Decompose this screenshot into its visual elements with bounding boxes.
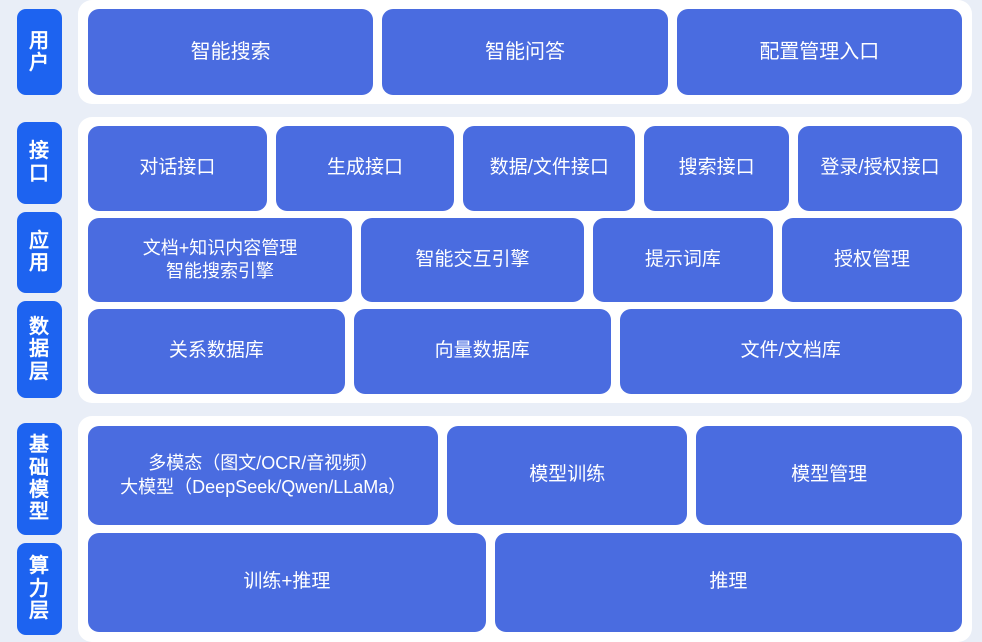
tag-data-layer-char-1: 数 bbox=[29, 315, 49, 338]
box-smart-qa[interactable]: 智能问答 bbox=[382, 9, 668, 95]
tag-foundation-model-char-2: 础 bbox=[29, 456, 49, 479]
tag-column-user: 用 户 bbox=[0, 0, 78, 104]
box-training-inference[interactable]: 训练+推理 bbox=[88, 533, 486, 632]
box-search-interface[interactable]: 搜索接口 bbox=[644, 126, 790, 211]
box-smart-search[interactable]: 智能搜索 bbox=[88, 9, 374, 95]
box-generation-interface[interactable]: 生成接口 bbox=[275, 126, 455, 211]
band-platform: 接 口 应 用 数 据 层 对话接口 生成接口 数据/文件接口 搜索接口 登录/… bbox=[0, 117, 982, 403]
application-row: 文档+知识内容管理 智能搜索引擎 智能交互引擎 提示词库 授权管理 bbox=[88, 217, 962, 303]
tag-application: 应 用 bbox=[16, 211, 62, 294]
tag-foundation-model-char-1: 基 bbox=[29, 434, 49, 457]
data-layer-row: 关系数据库 向量数据库 文件/文档库 bbox=[88, 309, 963, 395]
tag-foundation-model-char-4: 型 bbox=[29, 501, 49, 524]
tag-foundation-model-char-3: 模 bbox=[29, 479, 49, 501]
box-multimodal-large-model[interactable]: 多模态（图文/OCR/音视频） 大模型（DeepSeek/Qwen/LLaMa） bbox=[88, 426, 439, 525]
band-user: 用 户 智能搜索 智能问答 配置管理入口 bbox=[0, 0, 982, 104]
user-entry-row: 智能搜索 智能问答 配置管理入口 bbox=[88, 9, 962, 95]
tag-interface-char-2: 口 bbox=[29, 162, 49, 185]
box-model-management[interactable]: 模型管理 bbox=[696, 426, 962, 525]
box-inference[interactable]: 推理 bbox=[494, 533, 962, 632]
box-login-auth-interface[interactable]: 登录/授权接口 bbox=[798, 126, 963, 211]
box-config-management-entry[interactable]: 配置管理入口 bbox=[676, 9, 962, 95]
tag-data-layer: 数 据 层 bbox=[16, 301, 62, 398]
tag-user: 用 户 bbox=[16, 9, 62, 95]
tag-user-char-2: 户 bbox=[29, 52, 49, 74]
box-file-document-store[interactable]: 文件/文档库 bbox=[619, 309, 963, 395]
box-data-file-interface[interactable]: 数据/文件接口 bbox=[463, 126, 636, 211]
card-user: 智能搜索 智能问答 配置管理入口 bbox=[78, 0, 972, 104]
tag-column-foundation: 基 础 模 型 算 力 层 bbox=[0, 416, 78, 642]
tag-interface: 接 口 bbox=[16, 122, 62, 204]
box-authorization-management[interactable]: 授权管理 bbox=[781, 217, 962, 303]
tag-interface-char-1: 接 bbox=[29, 140, 49, 163]
tag-compute-layer-char-2: 力 bbox=[29, 577, 49, 600]
tag-application-char-1: 应 bbox=[29, 229, 49, 252]
card-platform: 对话接口 生成接口 数据/文件接口 搜索接口 登录/授权接口 文档+知识内容管理… bbox=[78, 117, 972, 403]
box-relational-database[interactable]: 关系数据库 bbox=[88, 309, 345, 395]
box-dialog-interface[interactable]: 对话接口 bbox=[88, 126, 267, 211]
tag-user-char-1: 用 bbox=[29, 29, 49, 52]
tag-application-char-2: 用 bbox=[29, 252, 49, 275]
tag-compute-layer-char-3: 层 bbox=[29, 600, 49, 623]
tag-data-layer-char-2: 据 bbox=[29, 338, 49, 361]
tag-column-platform: 接 口 应 用 数 据 层 bbox=[0, 117, 78, 403]
interface-row: 对话接口 生成接口 数据/文件接口 搜索接口 登录/授权接口 bbox=[88, 126, 963, 211]
box-smart-interaction-engine[interactable]: 智能交互引擎 bbox=[361, 217, 584, 303]
band-foundation: 基 础 模 型 算 力 层 多模态（图文/OCR/音视频） 大模型（DeepSe… bbox=[0, 416, 982, 642]
box-vector-database[interactable]: 向量数据库 bbox=[353, 309, 611, 395]
tag-data-layer-char-3: 层 bbox=[29, 360, 49, 383]
tag-foundation-model: 基 础 模 型 bbox=[16, 423, 62, 535]
card-foundation: 多模态（图文/OCR/音视频） 大模型（DeepSeek/Qwen/LLaMa）… bbox=[78, 416, 972, 642]
box-doc-knowledge-management[interactable]: 文档+知识内容管理 智能搜索引擎 bbox=[88, 217, 353, 303]
tag-compute-layer: 算 力 层 bbox=[16, 543, 62, 635]
foundation-model-row: 多模态（图文/OCR/音视频） 大模型（DeepSeek/Qwen/LLaMa）… bbox=[88, 426, 962, 525]
box-prompt-library[interactable]: 提示词库 bbox=[592, 217, 773, 303]
tag-compute-layer-char-1: 算 bbox=[29, 555, 49, 578]
compute-layer-row: 训练+推理 推理 bbox=[88, 533, 962, 632]
box-model-training[interactable]: 模型训练 bbox=[447, 426, 688, 525]
